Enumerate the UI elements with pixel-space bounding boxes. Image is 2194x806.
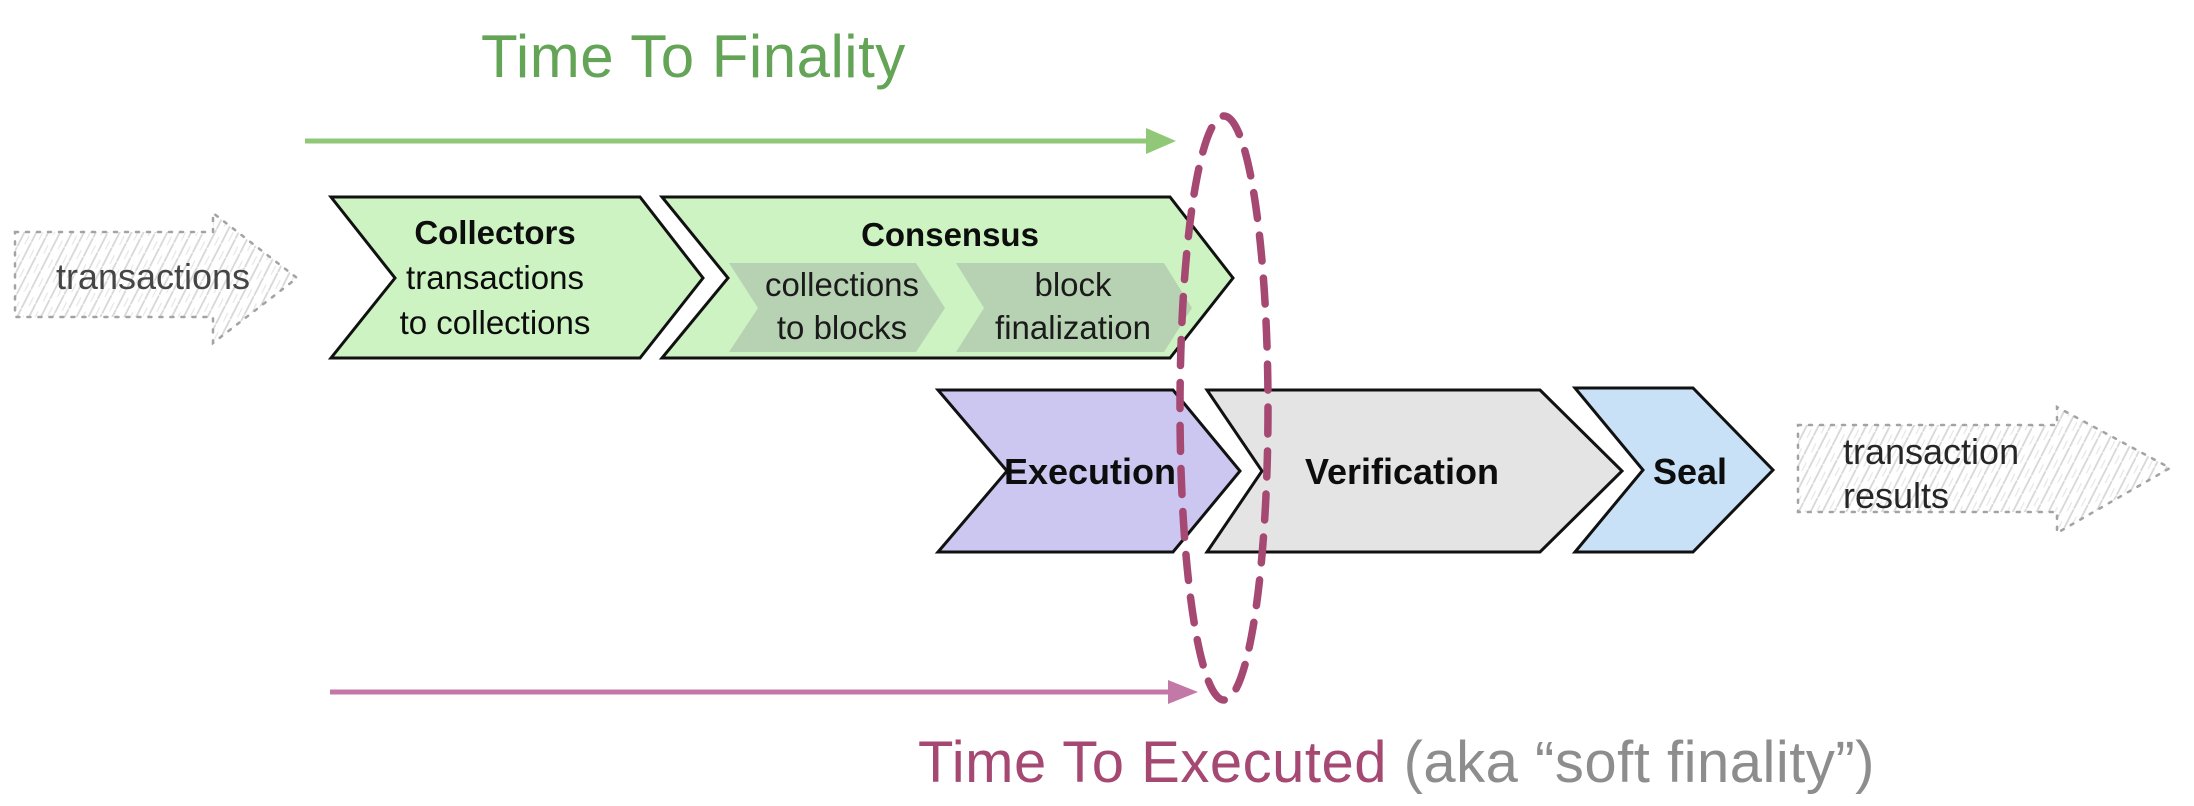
verification-chevron [1204, 388, 1625, 554]
substep2-line2: finalization [995, 309, 1151, 346]
time-to-finality-title: Time To Finality [481, 23, 906, 90]
substep1-line2: to blocks [776, 309, 908, 346]
collections-to-blocks-subchevron [729, 263, 945, 352]
time-to-executed-caption: Time To Executed (aka “soft finality”) [918, 729, 1875, 796]
soft-finality-suffix: (aka “soft finality”) [1387, 730, 1875, 795]
seal-label: Seal [1652, 451, 1728, 492]
collectors-title: Collectors [414, 214, 576, 251]
seal-chevron [1571, 386, 1776, 554]
time-to-executed-label: Time To Executed [918, 730, 1387, 795]
execution-chevron [934, 388, 1242, 554]
transactions-input-arrow [13, 210, 300, 346]
verification-label: Verification [1304, 451, 1500, 492]
soft-finality-boundary-ellipse [1176, 112, 1272, 704]
substep1-line1: collections [764, 266, 920, 303]
time-to-executed-arrow-head [1168, 680, 1198, 704]
results-line1: transaction [1843, 431, 2020, 472]
collectors-chevron [327, 195, 705, 360]
collections-to-blocks-label: collections to blocks [744, 263, 940, 349]
block-finalization-label: block finalization [966, 263, 1180, 349]
collectors-line1: transactions [406, 259, 584, 296]
transactions-input-label: transactions [55, 256, 251, 297]
time-to-finality-arrow-head [1146, 128, 1176, 154]
consensus-title: Consensus [861, 216, 1039, 253]
block-finalization-subchevron [956, 263, 1192, 352]
substep2-line1: block [1034, 266, 1112, 303]
transaction-results-output-arrow [1796, 404, 2173, 536]
collectors-line2: to collections [399, 304, 591, 341]
execution-label: Execution [1003, 451, 1177, 492]
collectors-label: Collectors transactions to collections [350, 210, 640, 345]
transaction-results-label: transaction results [1843, 430, 2103, 518]
results-line2: results [1843, 475, 1950, 516]
